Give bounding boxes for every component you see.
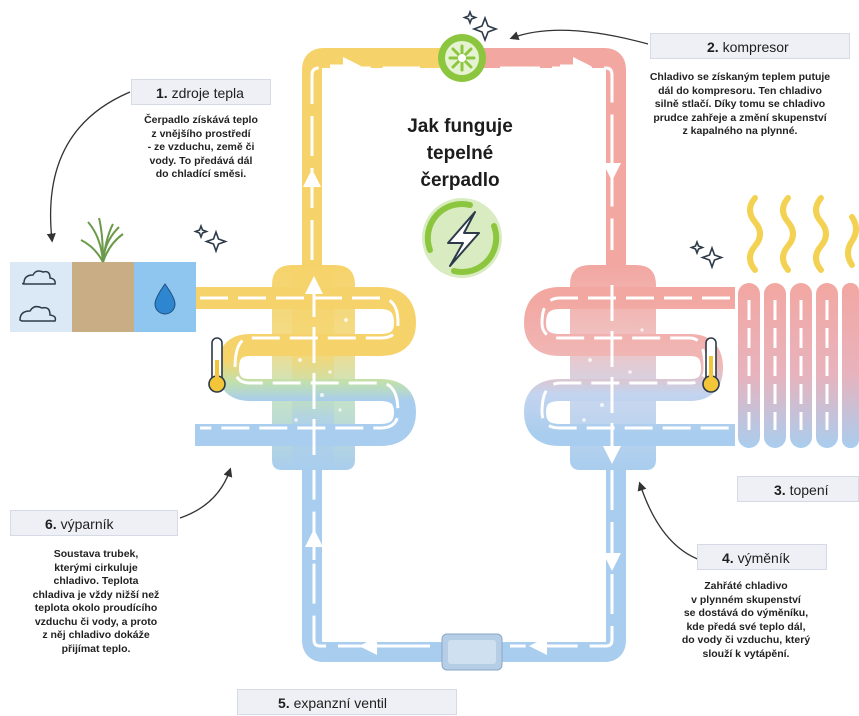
label-vymenik: 4. výměník — [697, 544, 827, 570]
heat-source-water — [134, 262, 196, 332]
sparkle-icon — [193, 223, 228, 254]
evaporator — [195, 265, 417, 470]
label-topeni: 3. topení — [737, 476, 859, 502]
label-vyparnik: 6. výparník — [10, 510, 178, 536]
heat-exchanger — [523, 265, 735, 470]
thermometer-icon — [208, 337, 226, 393]
heat-waves-icon — [747, 195, 859, 273]
callout-arrows — [46, 29, 701, 561]
energy-icon — [422, 198, 502, 278]
sparkle-icon — [462, 9, 499, 43]
heat-source-ground — [72, 217, 134, 332]
radiator — [738, 283, 859, 448]
label-zdroje-tepla: 1. zdroje tepla — [131, 79, 271, 105]
label-kompresor: 2. kompresor — [650, 33, 850, 59]
thermometer-icon — [702, 337, 720, 393]
refrigerant-loop — [302, 48, 626, 662]
sparkle-icon — [689, 239, 724, 270]
expansion-valve — [441, 633, 503, 671]
heat-source-air — [10, 262, 72, 332]
label-expanzni-ventil: 5. expanzní ventil — [237, 689, 457, 715]
compressor — [438, 34, 486, 82]
